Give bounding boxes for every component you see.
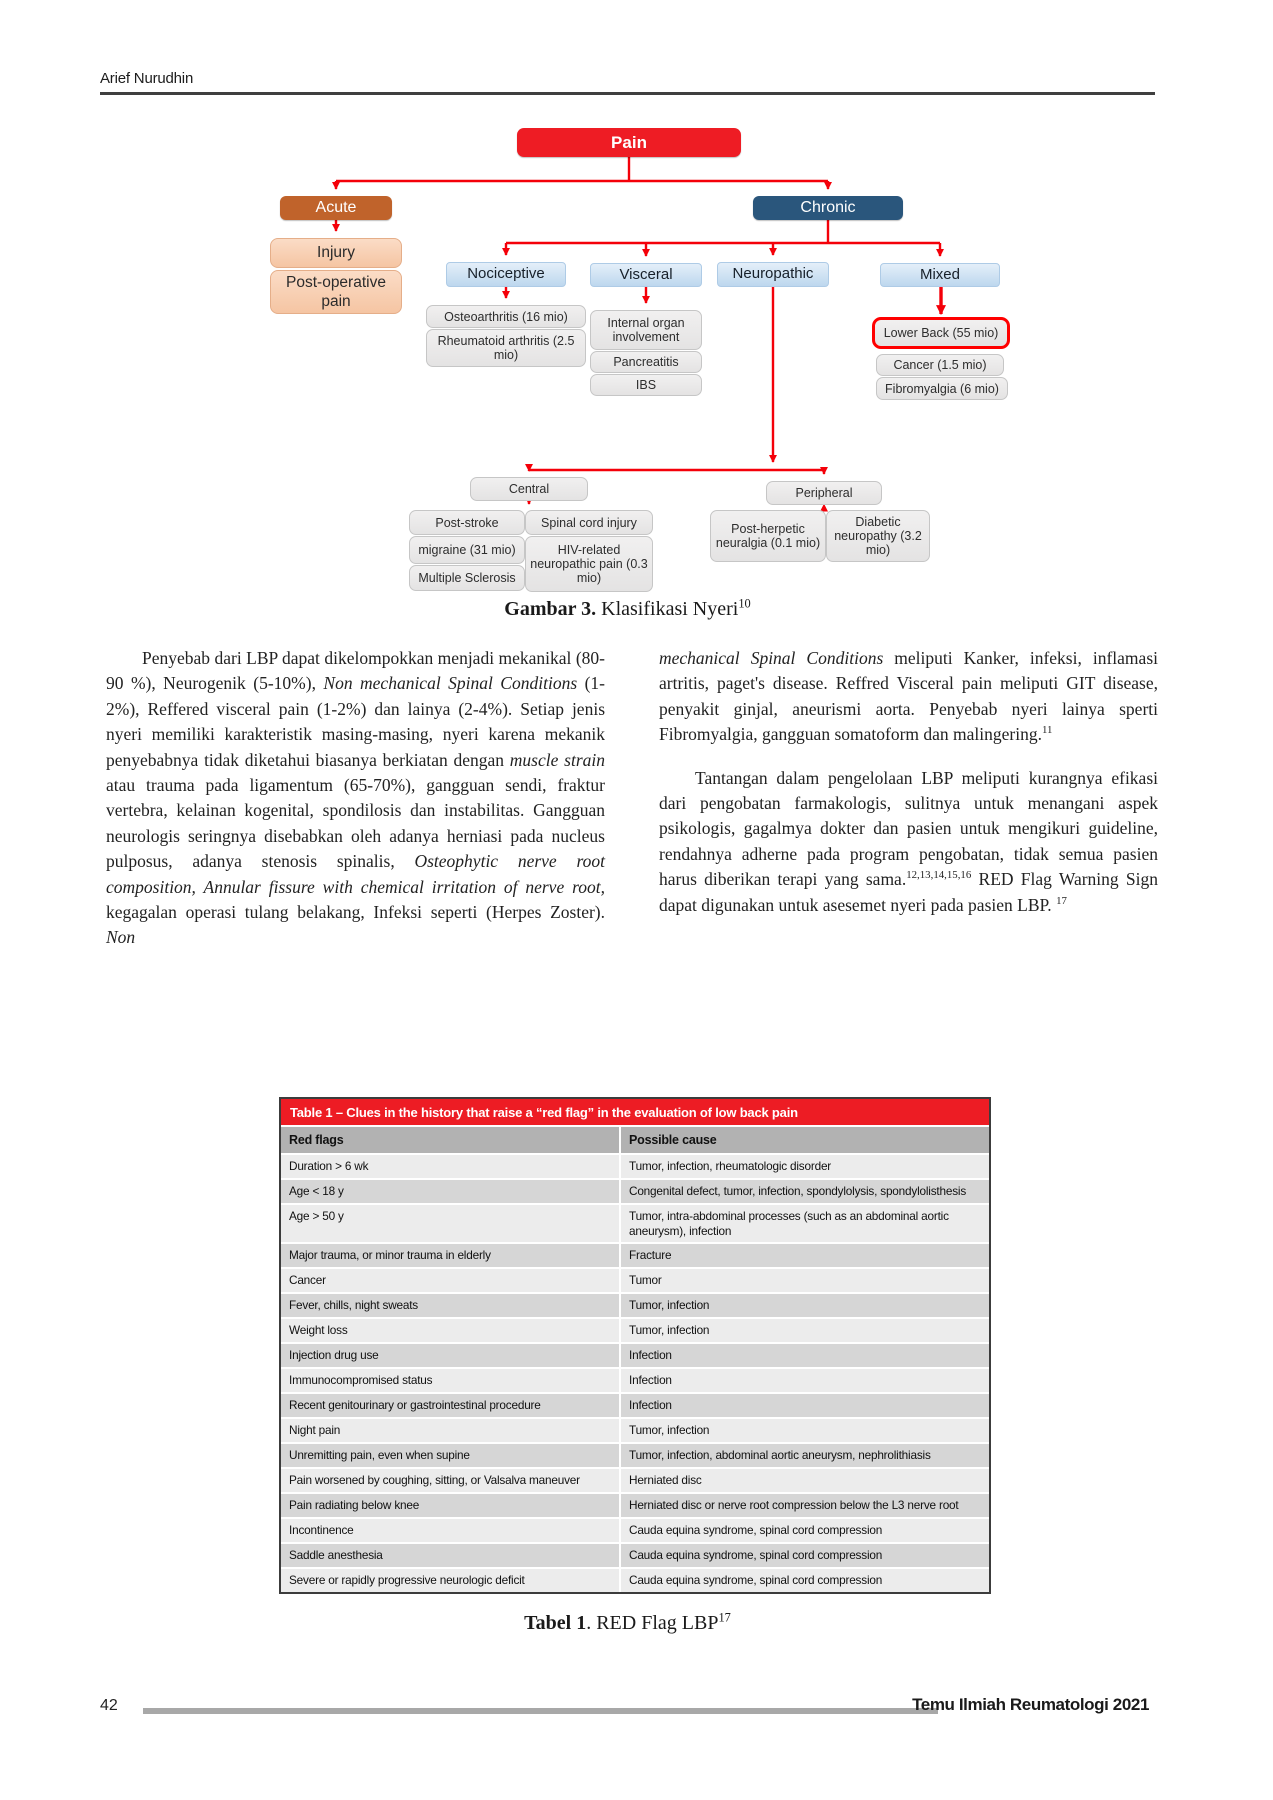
possible-cause-cell: Infection — [619, 1369, 989, 1392]
running-header-author: Arief Nurudhin — [100, 70, 194, 87]
possible-cause-cell: Tumor — [619, 1269, 989, 1292]
possible-cause-cell: Herniated disc — [619, 1469, 989, 1492]
possible-cause-cell: Tumor, infection, abdominal aortic aneur… — [619, 1444, 989, 1467]
footer-journal: Temu Ilmiah Reumatologi 2021 — [912, 1695, 1149, 1714]
figure-caption: Gambar 3. Klasifikasi Nyeri10 — [504, 596, 751, 620]
flow-node-injury: Injury — [270, 238, 402, 268]
flow-node-central: Central — [470, 477, 588, 501]
left-column: Penyebab dari LBP dapat dikelompokkan me… — [106, 646, 605, 951]
table-row: Unremitting pain, even when supine Tumor… — [281, 1442, 989, 1467]
flow-node-internal-organ: Internal organ involvement — [590, 310, 702, 350]
possible-cause-cell: Cauda equina syndrome, spinal cord compr… — [619, 1569, 989, 1592]
pain-classification-flowchart: Pain Acute Chronic Injury Post-operative… — [260, 120, 1020, 600]
flow-node-post-stroke: Post-stroke — [409, 510, 525, 535]
flow-node-diabetic-neuropathy: Diabetic neuropathy (3.2 mio) — [826, 510, 930, 562]
table-row: Recent genitourinary or gastrointestinal… — [281, 1392, 989, 1417]
flow-node-ibs: IBS — [590, 374, 702, 396]
possible-cause-cell: Fracture — [619, 1244, 989, 1267]
flow-node-spinal-cord-injury: Spinal cord injury — [525, 510, 653, 535]
possible-cause-cell: Tumor, intra-abdominal processes (such a… — [619, 1205, 989, 1242]
paragraph-causes-continued: mechanical Spinal Conditions meliputi Ka… — [659, 648, 1158, 745]
table-row: Night pain Tumor, infection — [281, 1417, 989, 1442]
red-flag-cell: Severe or rapidly progressive neurologic… — [289, 1573, 525, 1587]
red-flag-cell: Saddle anesthesia — [289, 1548, 383, 1562]
red-flag-cell: Fever, chills, night sweats — [289, 1298, 419, 1312]
possible-cause-cell: Cauda equina syndrome, spinal cord compr… — [619, 1519, 989, 1542]
flow-node-acute: Acute — [280, 196, 392, 220]
red-flag-cell: Pain worsened by coughing, sitting, or V… — [289, 1473, 580, 1487]
flow-node-post-herpetic-neuralgia: Post-herpetic neuralgia (0.1 mio) — [710, 510, 826, 562]
red-flag-cell: Unremitting pain, even when supine — [289, 1448, 470, 1462]
flow-node-peripheral: Peripheral — [766, 481, 882, 505]
red-flag-cell: Night pain — [289, 1423, 341, 1437]
red-flag-cell: Weight loss — [289, 1323, 348, 1337]
possible-cause-cell: Infection — [619, 1344, 989, 1367]
flow-node-chronic: Chronic — [753, 196, 903, 220]
red-flag-cell: Age < 18 y — [289, 1184, 344, 1198]
table-row: Age < 18 y Congenital defect, tumor, inf… — [281, 1178, 989, 1203]
table-title: Table 1 – Clues in the history that rais… — [281, 1099, 989, 1125]
table-row: Age > 50 y Tumor, intra-abdominal proces… — [281, 1203, 989, 1242]
header-rule — [100, 92, 1155, 95]
flow-node-migraine: migraine (31 mio) — [409, 536, 525, 564]
flow-node-cancer: Cancer (1.5 mio) — [876, 354, 1004, 376]
table-caption: Tabel 1. RED Flag LBP17 — [524, 1610, 731, 1634]
possible-cause-cell: Infection — [619, 1394, 989, 1417]
red-flag-cell: Age > 50 y — [289, 1209, 344, 1223]
column-header-red-flags: Red flags — [289, 1133, 344, 1147]
red-flag-cell: Duration > 6 wk — [289, 1159, 369, 1173]
possible-cause-cell: Tumor, infection — [619, 1319, 989, 1342]
table-row: Cancer Tumor — [281, 1267, 989, 1292]
red-flag-cell: Pain radiating below knee — [289, 1498, 420, 1512]
flow-node-nociceptive: Nociceptive — [446, 262, 566, 287]
flow-node-visceral: Visceral — [590, 263, 702, 287]
flow-node-fibromyalgia: Fibromyalgia (6 mio) — [876, 377, 1008, 400]
possible-cause-cell: Cauda equina syndrome, spinal cord compr… — [619, 1544, 989, 1567]
table-row: Saddle anesthesia Cauda equina syndrome,… — [281, 1542, 989, 1567]
table-row: Severe or rapidly progressive neurologic… — [281, 1567, 989, 1592]
table-row: Duration > 6 wk Tumor, infection, rheuma… — [281, 1153, 989, 1178]
possible-cause-cell: Tumor, infection — [619, 1294, 989, 1317]
table-row: Immunocompromised status Infection — [281, 1367, 989, 1392]
possible-cause-cell: Tumor, infection, rheumatologic disorder — [619, 1155, 989, 1178]
red-flag-cell: Injection drug use — [289, 1348, 379, 1362]
possible-cause-cell: Tumor, infection — [619, 1419, 989, 1442]
red-flag-cell: Major trauma, or minor trauma in elderly — [289, 1248, 491, 1262]
red-flag-cell: Recent genitourinary or gastrointestinal… — [289, 1398, 541, 1412]
table-row: Weight loss Tumor, infection — [281, 1317, 989, 1342]
paragraph-causes-of-lbp: Penyebab dari LBP dapat dikelompokkan me… — [106, 648, 605, 948]
flow-node-osteoarthritis: Osteoarthritis (16 mio) — [426, 305, 586, 328]
table-row: Major trauma, or minor trauma in elderly… — [281, 1242, 989, 1267]
right-column: mechanical Spinal Conditions meliputi Ka… — [659, 646, 1158, 951]
flow-node-pain: Pain — [517, 128, 741, 157]
flow-node-lower-back-highlighted: Lower Back (55 mio) — [872, 317, 1010, 349]
table-row: Pain radiating below knee Herniated disc… — [281, 1492, 989, 1517]
page-number: 42 — [100, 1697, 118, 1714]
flow-node-post-operative-pain: Post-operative pain — [270, 270, 402, 314]
flow-node-neuropathic: Neuropathic — [717, 262, 829, 287]
body-text: Penyebab dari LBP dapat dikelompokkan me… — [106, 646, 1158, 951]
red-flag-cell: Cancer — [289, 1273, 326, 1287]
possible-cause-cell: Herniated disc or nerve root compression… — [619, 1494, 989, 1517]
table-body: Duration > 6 wk Tumor, infection, rheuma… — [281, 1153, 989, 1592]
red-flag-table: Table 1 – Clues in the history that rais… — [279, 1097, 991, 1594]
table-row: Pain worsened by coughing, sitting, or V… — [281, 1467, 989, 1492]
flow-node-hiv-neuropathic-pain: HIV-related neuropathic pain (0.3 mio) — [525, 536, 653, 592]
footer-rule — [143, 1708, 938, 1714]
paragraph-challenges: Tantangan dalam pengelolaan LBP meliputi… — [659, 767, 1158, 915]
flow-node-pancreatitis: Pancreatitis — [590, 351, 702, 373]
flow-node-multiple-sclerosis: Multiple Sclerosis — [409, 565, 525, 591]
table-header-row: Red flags Possible cause — [281, 1125, 989, 1153]
possible-cause-cell: Congenital defect, tumor, infection, spo… — [619, 1180, 989, 1203]
table-row: Fever, chills, night sweats Tumor, infec… — [281, 1292, 989, 1317]
table-row: Injection drug use Infection — [281, 1342, 989, 1367]
table-row: Incontinence Cauda equina syndrome, spin… — [281, 1517, 989, 1542]
flow-node-mixed: Mixed — [880, 263, 1000, 287]
red-flag-cell: Incontinence — [289, 1523, 354, 1537]
flow-node-rheumatoid-arthritis: Rheumatoid arthritis (2.5 mio) — [426, 329, 586, 367]
red-flag-cell: Immunocompromised status — [289, 1373, 433, 1387]
column-header-possible-cause: Possible cause — [619, 1127, 989, 1153]
